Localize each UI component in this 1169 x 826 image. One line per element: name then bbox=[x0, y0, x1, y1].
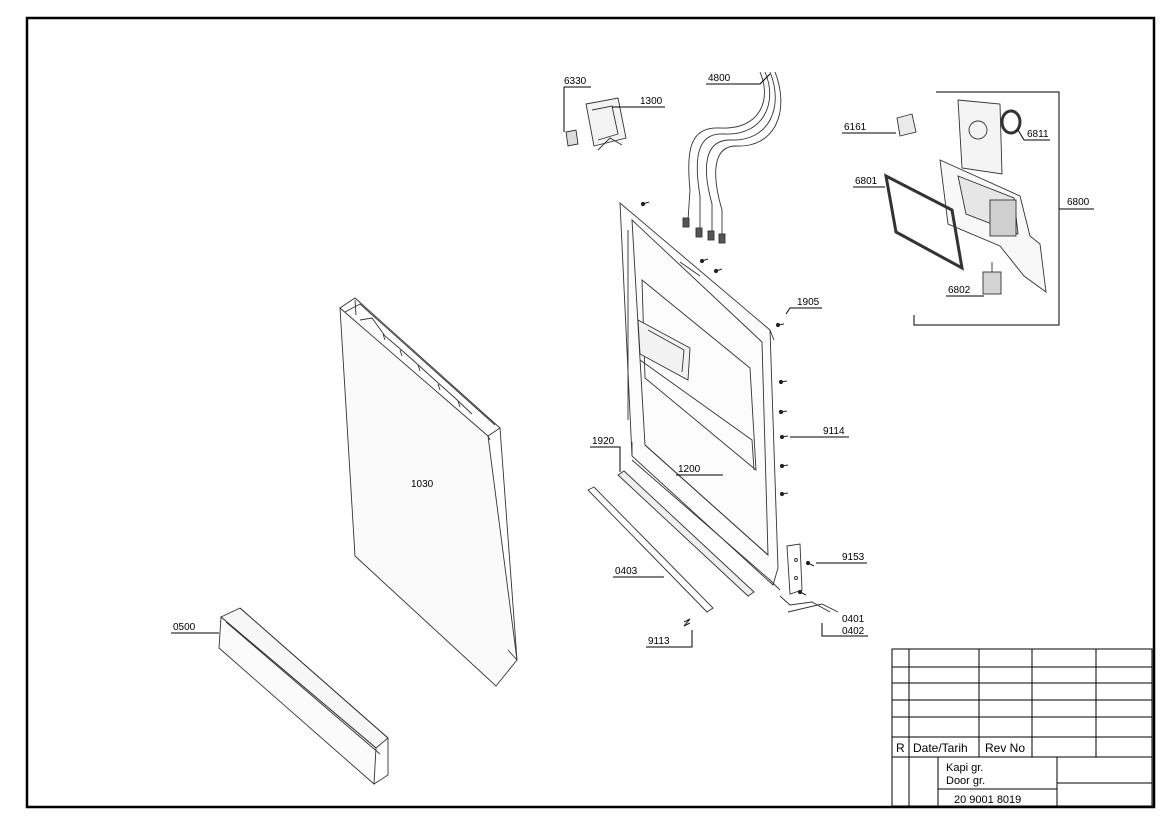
part-plinth-strip bbox=[218, 607, 389, 785]
part-screws bbox=[640, 201, 815, 627]
callout-1300: 1300 bbox=[640, 96, 663, 107]
callout-9114: 9114 bbox=[823, 426, 845, 437]
callout-1905: 1905 bbox=[797, 297, 820, 308]
callout-0403: 0403 bbox=[615, 566, 638, 577]
part-door-latch-1300 bbox=[565, 97, 627, 151]
callout-1030: 1030 bbox=[411, 479, 434, 490]
callout-6800: 6800 bbox=[1067, 197, 1090, 208]
sheet-border bbox=[25, 16, 1156, 809]
part-inner-door-frame bbox=[619, 201, 781, 591]
callout-6161: 6161 bbox=[844, 122, 867, 133]
part-door-seal-strip bbox=[617, 470, 755, 597]
part-bottom-profile bbox=[587, 486, 714, 613]
callout-labels: 6330 1300 4800 6161 6811 6801 6800 6802 … bbox=[173, 73, 1090, 647]
callout-0401: 0401 bbox=[842, 614, 865, 625]
callout-6811: 6811 bbox=[1027, 129, 1049, 140]
title-block-text: R Date/Tarih Rev No Kapi gr. Door gr. 20… bbox=[896, 741, 1025, 806]
callout-1200: 1200 bbox=[678, 464, 701, 475]
rev-no-header: Rev No bbox=[985, 741, 1025, 755]
group-name-turkish: Kapi gr. bbox=[946, 762, 983, 774]
drawing-number: 20 9001 8019 bbox=[954, 794, 1021, 806]
title-block bbox=[891, 648, 1153, 807]
callout-4800: 4800 bbox=[708, 73, 731, 84]
rev-marker: R bbox=[896, 741, 905, 755]
callout-6802: 6802 bbox=[948, 285, 971, 296]
callout-9153: 9153 bbox=[842, 552, 865, 563]
part-detergent-dispenser bbox=[883, 99, 1047, 295]
part-outer-door-panel bbox=[339, 297, 518, 687]
date-header: Date/Tarih bbox=[913, 741, 968, 755]
callout-1920: 1920 bbox=[592, 436, 615, 447]
callout-9113: 9113 bbox=[648, 636, 670, 647]
part-cable-harness bbox=[682, 71, 782, 244]
part-hinge-bracket bbox=[779, 543, 839, 613]
callout-0402: 0402 bbox=[842, 626, 865, 637]
callout-6801: 6801 bbox=[855, 176, 878, 187]
leader-lines bbox=[171, 73, 1094, 648]
group-name-english: Door gr. bbox=[946, 775, 985, 787]
callout-6330: 6330 bbox=[564, 76, 587, 87]
callout-0500: 0500 bbox=[173, 622, 196, 633]
